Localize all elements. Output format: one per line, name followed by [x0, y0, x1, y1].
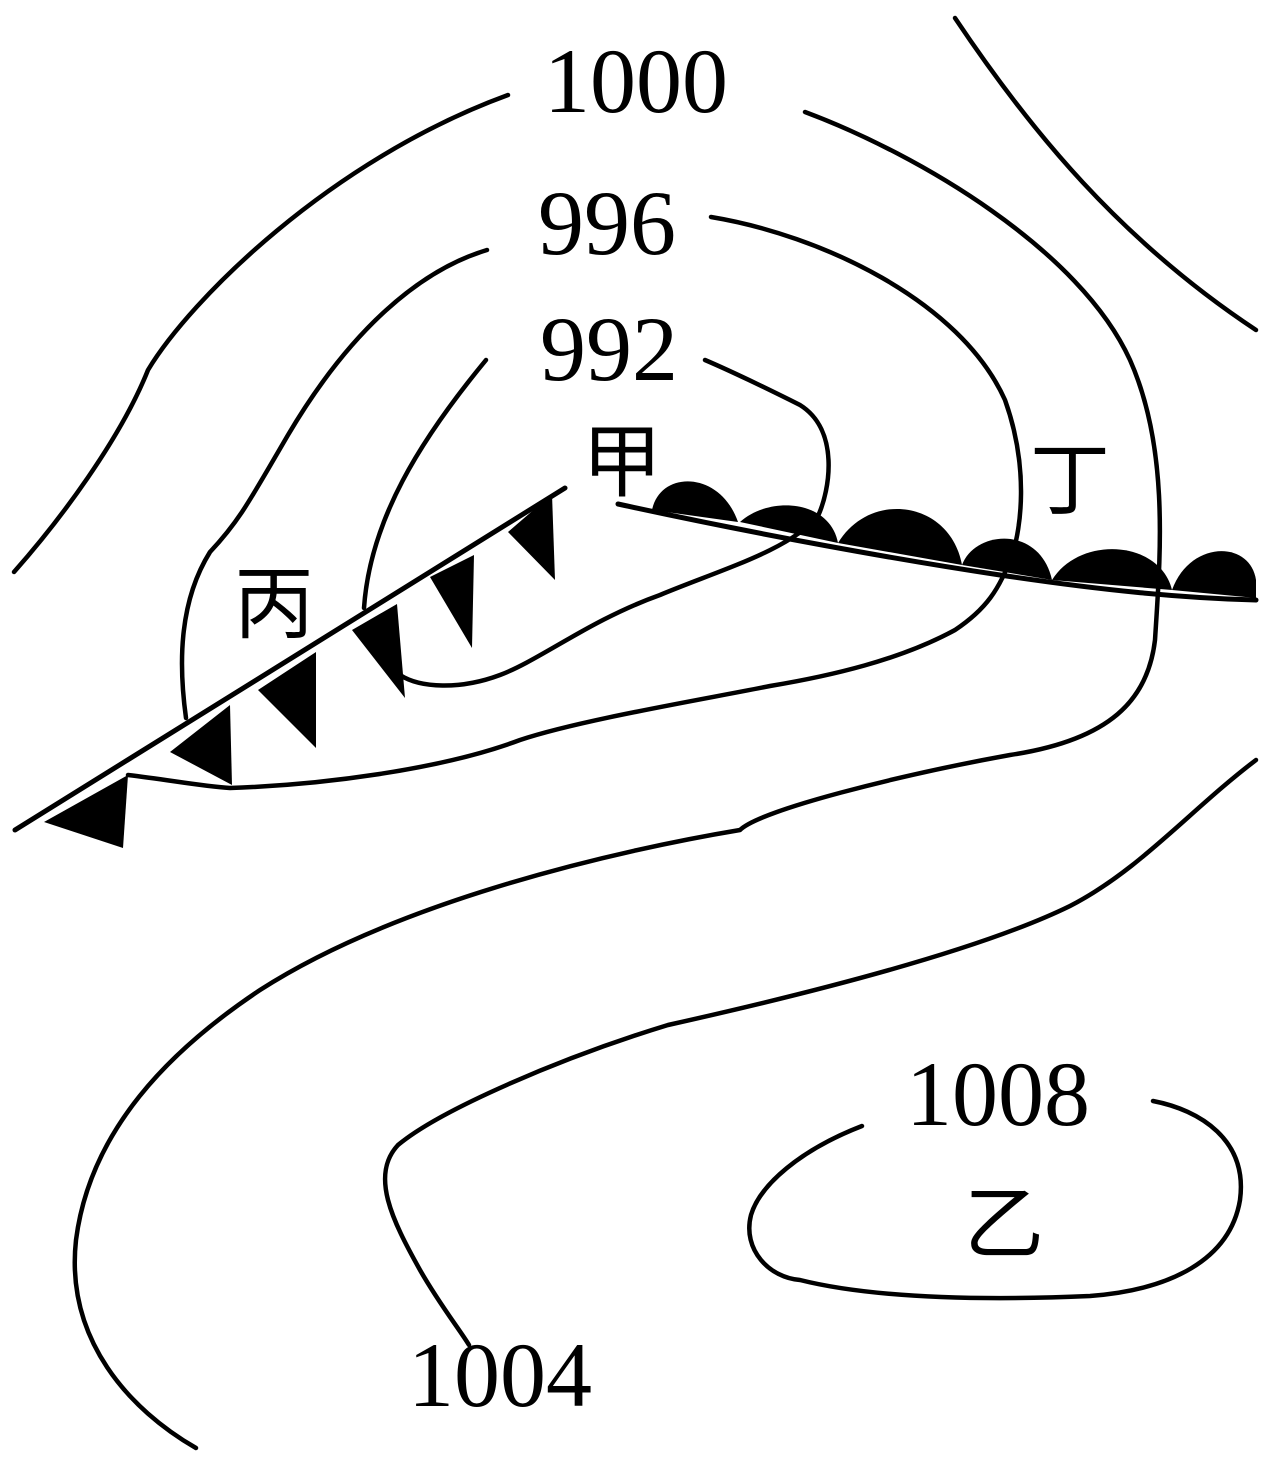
warm-front-semicircle: [652, 481, 738, 522]
point-label-ding: 丁: [1030, 434, 1110, 527]
warm-front-semicircle: [962, 538, 1052, 580]
cold-front-triangle: [170, 705, 232, 785]
cold-front-triangle: [44, 775, 128, 848]
isobar-label-996: 996: [538, 172, 676, 274]
warm-front-semicircle: [838, 508, 962, 565]
point-label-yi: 乙: [964, 1178, 1044, 1271]
cold-front-triangle: [508, 494, 555, 580]
cold-front-triangle: [352, 604, 405, 698]
isobar-992-line: [361, 357, 489, 611]
isobar-1000-line: [72, 109, 1163, 1451]
isobar-996-line: [125, 214, 1024, 791]
isobar-1004-line: [382, 757, 1259, 1348]
isobar-label-1000: 1000: [544, 30, 728, 132]
isobar-1008-line: [747, 1098, 1244, 1301]
warm-front-semicircle: [1172, 551, 1256, 598]
cold-front-triangle: [430, 555, 474, 648]
cold-front-line: [12, 485, 568, 833]
isobar-1000-line: [11, 92, 511, 575]
warm-front-semicircle: [740, 505, 838, 543]
cold-front-triangle: [258, 652, 316, 748]
isobar-label-1004: 1004: [408, 1324, 592, 1426]
warm-front-line: [615, 501, 1259, 603]
isobar-996-line: [179, 247, 490, 721]
isobar-outer-right: [952, 15, 1259, 333]
warm-front-semicircle: [1052, 549, 1172, 590]
point-label-bing: 丙: [234, 558, 314, 651]
isobar-label-992: 992: [540, 298, 678, 400]
point-label-jia: 甲: [582, 416, 662, 509]
isobar-992-line: [397, 357, 831, 688]
isobar-label-1008: 1008: [906, 1043, 1090, 1145]
